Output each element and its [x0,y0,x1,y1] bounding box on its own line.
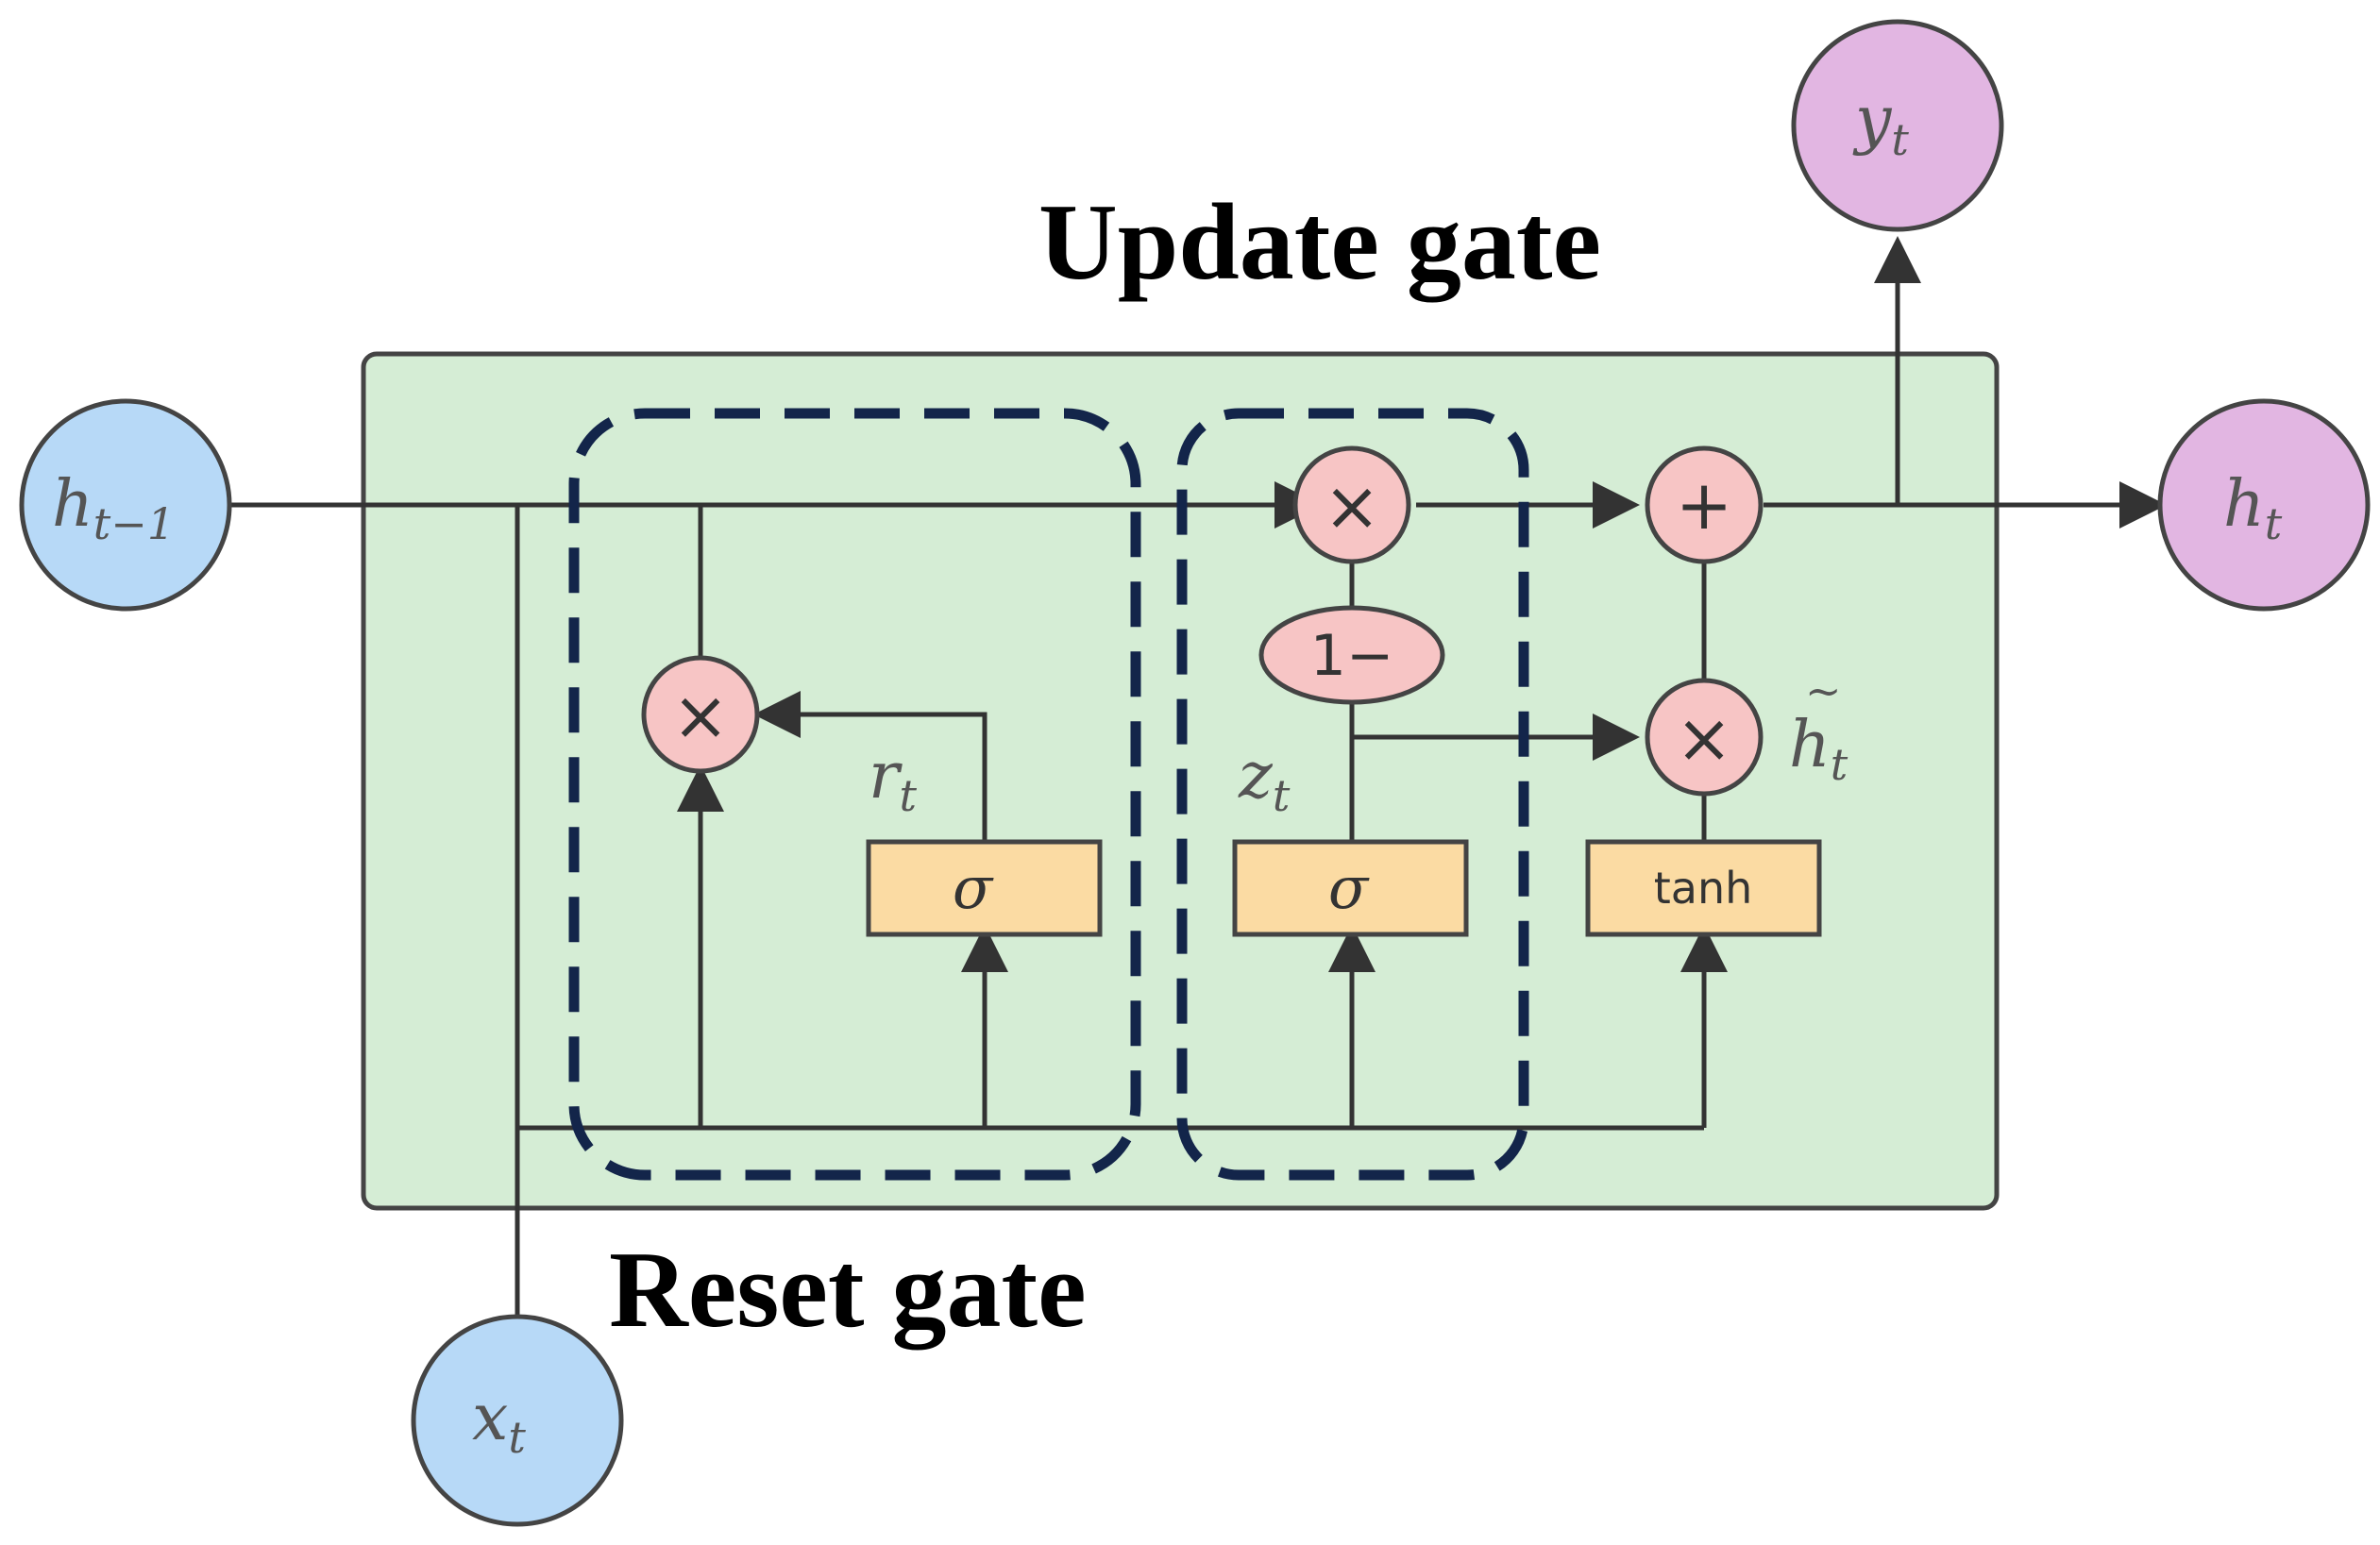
tanh-box: tanh [1585,839,1822,937]
multiply-icon: × [1324,466,1380,546]
reset-sigma-box: σ [866,839,1103,937]
reset-multiply-node: × [641,655,760,774]
input-node: xt [411,1314,624,1527]
output-y-node: yt [1791,19,2004,232]
reset-gate-title: Reset gate [609,1230,1087,1351]
hidden-out-node: ht [2157,398,2371,612]
candidate-state-label: ~ ht [1789,665,1848,790]
svg-text:ht−1: ht−1 [52,467,175,549]
hidden-prev-node: ht−1 [19,398,232,612]
reset-signal-label: rt [869,739,918,821]
svg-text:~: ~ [1805,665,1842,716]
update-gate-title: Update gate [1038,182,1601,303]
candidate-multiply-node: × [1645,678,1764,797]
svg-text:ht: ht [2223,467,2283,549]
one-minus-node: 1− [1258,605,1445,705]
svg-text:xt: xt [472,1381,526,1463]
plus-icon: + [1676,465,1732,545]
update-signal-label: zt [1238,739,1291,821]
svg-text:ht: ht [1789,708,1848,790]
multiply-icon: × [672,676,729,755]
sigma-label: σ [953,853,994,922]
tanh-label: tanh [1654,863,1753,914]
reset-gate-outline [568,408,1141,1181]
sigma-label: σ [1328,853,1370,922]
update-gate-outline [1176,408,1529,1181]
add-node: + [1645,445,1764,564]
update-multiply-node: × [1292,445,1411,564]
svg-text:yt: yt [1852,83,1909,165]
update-sigma-box: σ [1232,839,1469,937]
multiply-icon: × [1676,698,1732,778]
reset-signal-line [753,691,987,842]
one-minus-label: 1− [1310,623,1393,689]
